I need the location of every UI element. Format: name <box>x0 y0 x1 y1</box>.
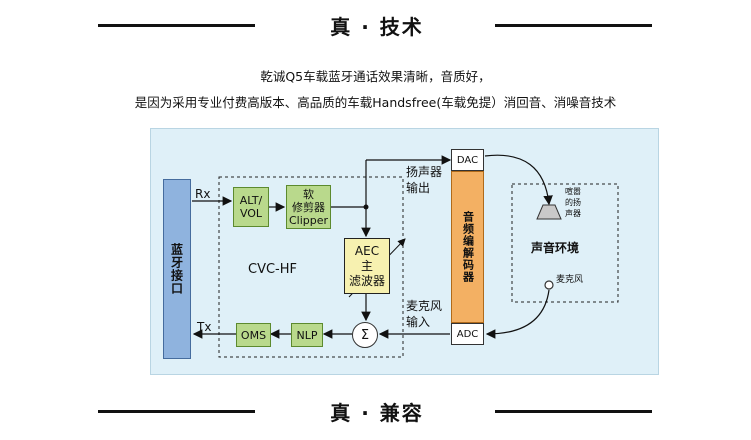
footer-rule-left <box>98 410 255 413</box>
alt-vol-line-2: VOL <box>239 207 263 220</box>
oms-block: OMS <box>236 323 271 347</box>
header-rule-right <box>495 24 652 27</box>
tx-label: Tx <box>197 320 212 334</box>
aec-line-2: 主 <box>360 258 373 273</box>
microphone-icon <box>544 280 554 290</box>
microphone-label: 麦克风 <box>556 275 584 285</box>
speaker-label-1: 喧嚣 <box>565 187 581 196</box>
sound-environment-label: 声音环境 <box>531 241 580 255</box>
bluetooth-interface-label: 蓝牙接口 <box>169 243 184 295</box>
audio-codec-label: 音频编解码器 <box>461 211 475 283</box>
audio-codec-block: 音频编解码器 <box>451 171 484 323</box>
speaker-icon <box>536 204 562 220</box>
mic-input-label-2: 输入 <box>406 315 431 329</box>
aec-filter-block: AEC 主 滤波器 <box>344 238 390 294</box>
cvc-hf-boundary <box>218 176 404 358</box>
section-title-tech: 真 · 技术 <box>330 15 424 39</box>
speaker-label-3: 声器 <box>565 209 581 218</box>
aec-line-1: AEC <box>354 243 380 258</box>
intro-line-2: 是因为采用专业付费高版本、高品质的车载Handsfree(车载免提）消回音、消噪… <box>134 95 617 110</box>
rx-label: Rx <box>195 187 211 201</box>
sum-symbol: Σ <box>360 327 370 343</box>
oms-label: OMS <box>240 328 267 342</box>
adc-label: ADC <box>456 328 479 340</box>
alt-vol-line-1: ALT/ <box>239 194 263 207</box>
aec-line-3: 滤波器 <box>348 273 385 288</box>
sum-node: Σ <box>352 322 378 348</box>
speaker-output-label-2: 输出 <box>406 181 431 195</box>
cvc-hf-diagram: 蓝牙接口 Rx Tx ALT/ VOL 软 修剪器 Clipper CVC-HF… <box>150 128 659 375</box>
clipper-block: 软 修剪器 Clipper <box>286 185 331 229</box>
alt-vol-block: ALT/ VOL <box>233 187 269 227</box>
cvc-hf-label: CVC-HF <box>248 262 297 277</box>
sound-environment-boundary <box>511 183 619 303</box>
speaker-output-label-1: 扬声器 <box>406 165 443 179</box>
nlp-label: NLP <box>296 328 318 342</box>
dac-block: DAC <box>451 149 484 171</box>
adc-block: ADC <box>451 323 484 345</box>
footer-rule-right <box>495 410 652 413</box>
nlp-block: NLP <box>291 323 323 347</box>
dac-to-speaker-arrow <box>484 154 553 206</box>
mic-to-adc-arrow <box>485 289 550 339</box>
header-rule-left <box>98 24 255 27</box>
section-title-compat: 真 · 兼容 <box>330 401 424 425</box>
clipper-line-1: 软 <box>303 187 314 201</box>
clipper-line-3: Clipper <box>288 213 329 227</box>
bluetooth-interface-block: 蓝牙接口 <box>163 179 191 359</box>
speaker-label-2: 的扬 <box>565 198 581 207</box>
clipper-line-2: 修剪器 <box>292 200 325 214</box>
mic-input-label-1: 麦克风 <box>406 299 443 313</box>
dac-label: DAC <box>456 154 479 166</box>
diagram-connectors <box>192 154 619 358</box>
intro-line-1: 乾诚Q5车载蓝牙通话效果清晰，音质好， <box>260 69 491 84</box>
